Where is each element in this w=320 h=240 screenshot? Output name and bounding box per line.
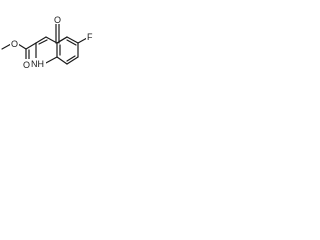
- ester-oxygen-bg: [10, 38, 19, 48]
- bond-C7-C8-b: [66, 55, 76, 62]
- bond-C8-C8a: [56, 56, 68, 65]
- carbonyl-oxygen-label: O: [23, 60, 30, 70]
- nitrogen-label: NH: [31, 59, 44, 69]
- bond-C2-C3-a: [35, 36, 47, 44]
- bond-carbonylC-C2: [25, 42, 37, 50]
- bond-C3-C4: [45, 36, 58, 44]
- bond-methyl-O: [1, 43, 12, 50]
- bond-C6-F: [77, 37, 88, 44]
- carbonyl-oxygen-bg: [22, 59, 32, 69]
- ketone-oxygen-label: O: [54, 15, 61, 25]
- molecule-diagram: O O O NH F: [1, 14, 95, 70]
- bond-N1-C8a: [43, 56, 58, 65]
- fluorine-label: F: [87, 32, 93, 42]
- fluorine-bg: [86, 31, 95, 42]
- bond-C4a-C5: [56, 36, 68, 44]
- bond-C7-C8-a: [66, 56, 79, 65]
- nitrogen-bg: [31, 58, 46, 69]
- ketone-oxygen-bg: [53, 14, 63, 24]
- structure-canvas: O O O NH F: [0, 0, 130, 78]
- bond-C5-C6-b: [66, 39, 77, 46]
- bond-C2-C3-b: [38, 39, 48, 45]
- bond-C5-C6-a: [66, 36, 79, 44]
- ester-oxygen-label: O: [11, 39, 18, 49]
- bond-O-carbonylC: [17, 43, 27, 50]
